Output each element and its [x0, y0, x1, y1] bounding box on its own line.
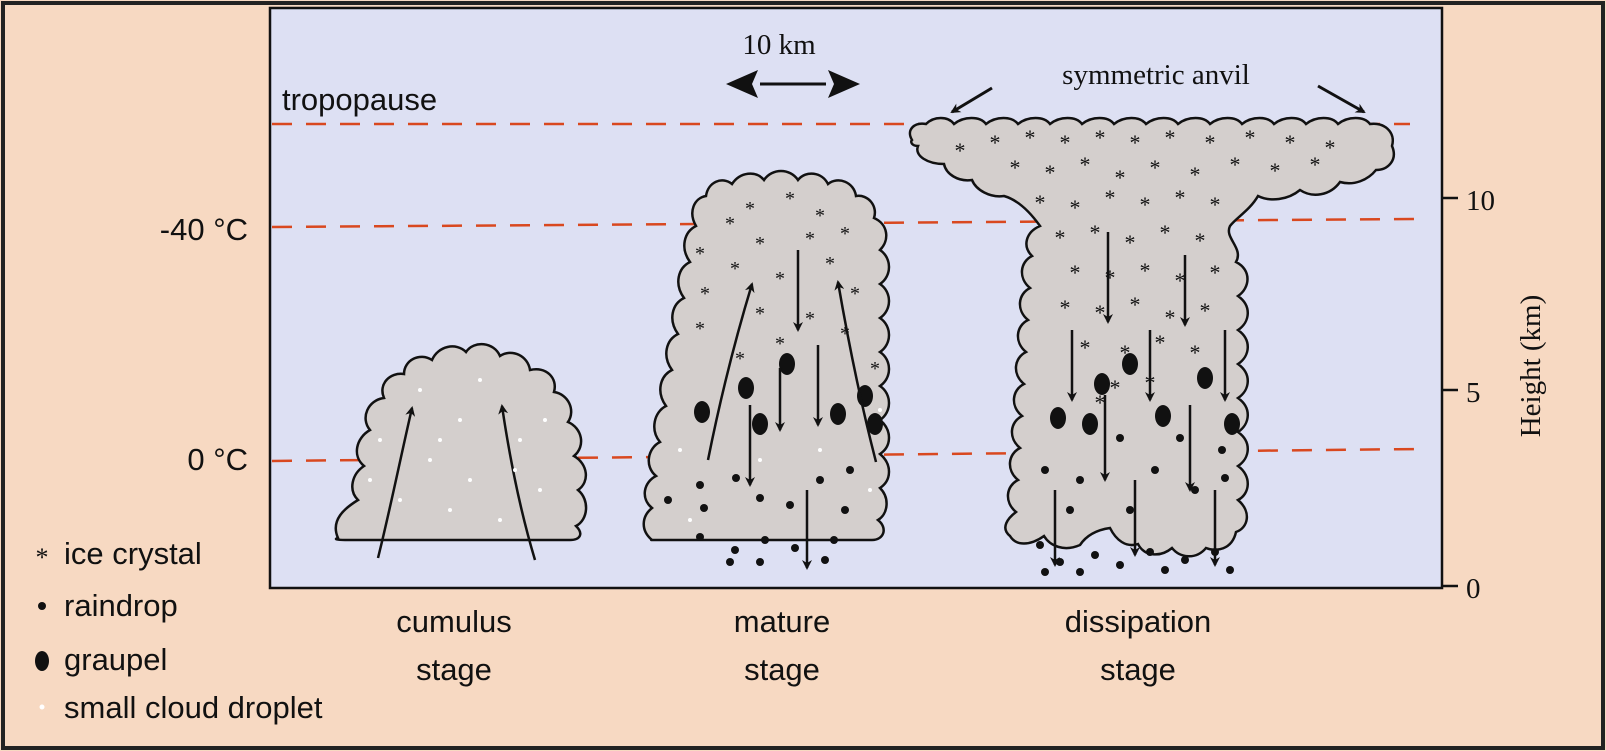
dissipation-stage-line1: dissipation	[1065, 604, 1211, 639]
tropopause-label: tropopause	[282, 82, 437, 117]
svg-text:*: *	[1160, 220, 1171, 245]
svg-text:*: *	[1155, 330, 1166, 355]
svg-text:*: *	[840, 223, 850, 245]
svg-text:*: *	[775, 333, 785, 355]
svg-text:*: *	[850, 283, 860, 305]
svg-text:*: *	[1010, 155, 1021, 180]
svg-text:*: *	[1210, 192, 1221, 217]
svg-text:*: *	[1140, 192, 1151, 217]
svg-text:*: *	[1150, 155, 1161, 180]
svg-text:*: *	[1070, 260, 1081, 285]
svg-text:*: *	[955, 138, 966, 163]
svg-text:*: *	[870, 358, 880, 380]
svg-text:*: *	[1285, 130, 1296, 155]
svg-text:*: *	[700, 283, 710, 305]
svg-text:*: *	[745, 198, 755, 220]
svg-text:*: *	[735, 348, 745, 370]
svg-text:*: *	[1210, 260, 1221, 285]
mature-stage-line1: mature	[734, 604, 830, 639]
anvil-label: symmetric anvil	[1062, 59, 1250, 91]
svg-text:*: *	[1130, 292, 1141, 317]
legend-graupel-label: graupel	[64, 642, 167, 677]
svg-text:*: *	[1325, 135, 1336, 160]
svg-text:*: *	[785, 188, 795, 210]
svg-text:*: *	[1105, 265, 1116, 290]
svg-text:*: *	[755, 303, 765, 325]
legend-cloud-droplet-label: small cloud droplet	[64, 690, 323, 725]
cumulus-stage-line1: cumulus	[396, 604, 511, 639]
svg-text:*: *	[695, 243, 705, 265]
svg-text:*: *	[1140, 258, 1151, 283]
svg-text:*: *	[1025, 125, 1036, 150]
svg-text:*: *	[1035, 190, 1046, 215]
svg-text:*: *	[990, 130, 1001, 155]
height-tick-0: 0	[1466, 573, 1481, 605]
svg-text:*: *	[1130, 130, 1141, 155]
svg-text:*: *	[1205, 130, 1216, 155]
svg-text:*: *	[1095, 300, 1106, 325]
raindrop-icon	[38, 602, 46, 610]
svg-text:*: *	[825, 253, 835, 275]
svg-text:*: *	[695, 318, 705, 340]
svg-text:*: *	[1105, 185, 1116, 210]
cloud-droplet-icon	[40, 705, 45, 710]
svg-text:*: *	[1200, 298, 1211, 323]
svg-text:*: *	[805, 228, 815, 250]
svg-text:*: *	[725, 213, 735, 235]
svg-text:*: *	[1060, 295, 1071, 320]
svg-text:*: *	[755, 233, 765, 255]
svg-text:*: *	[1055, 225, 1066, 250]
ice-crystal-icon: *	[36, 543, 49, 572]
svg-text:*: *	[1060, 130, 1071, 155]
height-axis-title: Height (km)	[1515, 295, 1547, 438]
svg-text:*: *	[815, 205, 825, 227]
svg-text:*: *	[730, 258, 740, 280]
svg-text:*: *	[1080, 335, 1091, 360]
legend-ice-crystal-label: ice crystal	[64, 536, 202, 571]
mature-stage-line2: stage	[744, 652, 820, 687]
svg-text:*: *	[1270, 158, 1281, 183]
svg-text:*: *	[1115, 165, 1126, 190]
cumulus-stage-line2: stage	[416, 652, 492, 687]
svg-text:*: *	[1070, 195, 1081, 220]
svg-text:*: *	[1195, 228, 1206, 253]
height-tick-10: 10	[1466, 185, 1495, 217]
svg-text:*: *	[1165, 125, 1176, 150]
zero-label: 0 °C	[187, 442, 248, 477]
svg-text:*: *	[1190, 162, 1201, 187]
svg-text:*: *	[805, 308, 815, 330]
height-tick-5: 5	[1466, 377, 1481, 409]
svg-text:*: *	[1175, 185, 1186, 210]
svg-text:*: *	[1230, 152, 1241, 177]
svg-text:*: *	[1190, 340, 1201, 365]
svg-text:*: *	[1090, 220, 1101, 245]
svg-text:*: *	[1045, 160, 1056, 185]
legend-raindrop-label: raindrop	[64, 588, 178, 623]
svg-text:*: *	[1310, 152, 1321, 177]
dissipation-stage-line2: stage	[1100, 652, 1176, 687]
graupel-icon	[35, 651, 49, 671]
svg-text:*: *	[1110, 375, 1121, 400]
minus40-label: -40 °C	[160, 212, 248, 247]
svg-text:*: *	[1165, 305, 1176, 330]
svg-text:*: *	[1095, 125, 1106, 150]
svg-text:*: *	[775, 268, 785, 290]
svg-text:*: *	[1080, 152, 1091, 177]
svg-text:*: *	[1125, 230, 1136, 255]
svg-text:*: *	[1245, 125, 1256, 150]
scale-label: 10 km	[742, 29, 816, 61]
